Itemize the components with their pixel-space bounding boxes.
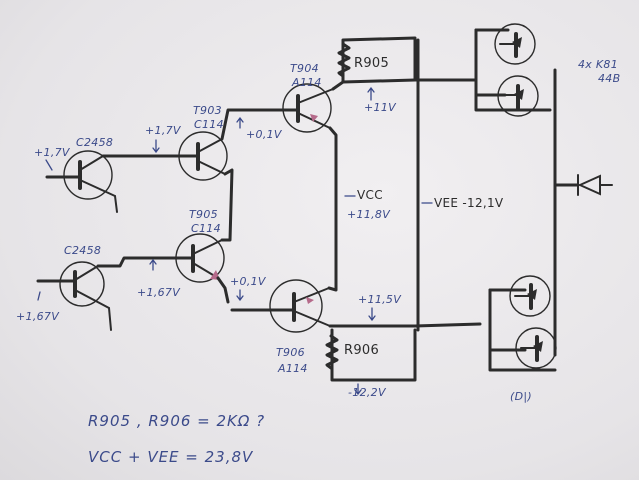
t905-ref-label: T905 [189, 208, 218, 221]
r905-emitter-voltage: +11V [364, 101, 396, 114]
resistor-r905-symbol [337, 42, 351, 78]
vcc-label: VCC [357, 188, 383, 202]
diode-symbol [577, 174, 613, 196]
t905-part-label: C114 [191, 222, 221, 235]
note-supply-sum: VCC + VEE = 23,8V [88, 448, 254, 466]
t904-base-voltage: +0,1V [246, 128, 282, 141]
t906-base-voltage: +0,1V [230, 275, 266, 288]
transistor-t904 [282, 83, 334, 133]
input-top-base-voltage: +1,7V [34, 146, 70, 159]
t904-part-label: A114 [292, 76, 322, 89]
note-resistor-values: R905 , R906 = 2KΩ ? [88, 412, 266, 430]
output-stage-label-1: 4x K81 [578, 58, 619, 71]
t903-base-voltage: +1,7V [145, 124, 181, 137]
t903-part-label: C114 [194, 118, 224, 131]
measurement-arrows [37, 86, 433, 396]
vcc-voltage: +11,8V [347, 208, 391, 221]
bottom-rail-voltage: -12,2V [348, 386, 386, 399]
input-top-part-label: C2458 [76, 136, 114, 149]
output-transistor-1 [494, 23, 536, 65]
transistor-input-top [63, 150, 118, 213]
transistor-t906 [269, 279, 331, 333]
r906-label: R906 [344, 343, 380, 358]
output-transistor-3 [509, 275, 551, 317]
t906-part-label: A114 [278, 362, 308, 375]
r906-emitter-voltage: +11,5V [358, 293, 402, 306]
output-transistor-2 [497, 75, 539, 117]
t903-ref-label: T903 [193, 104, 222, 117]
diode-note: (D|) [510, 390, 532, 403]
r905-label: R905 [354, 56, 390, 71]
t905-base-voltage: +1,67V [137, 286, 181, 299]
input-bottom-part-label: C2458 [64, 244, 102, 257]
output-transistor-4 [515, 327, 557, 369]
input-bottom-base-voltage: +1,67V [16, 310, 60, 323]
transistor-input-bottom [59, 261, 112, 331]
vee-label: VEE -12,1V [434, 196, 504, 210]
resistor-r906-symbol [325, 334, 339, 370]
wires [36, 28, 580, 382]
t904-ref-label: T904 [290, 62, 319, 75]
output-stage-label-2: 44B [598, 72, 621, 85]
t906-ref-label: T906 [276, 346, 305, 359]
